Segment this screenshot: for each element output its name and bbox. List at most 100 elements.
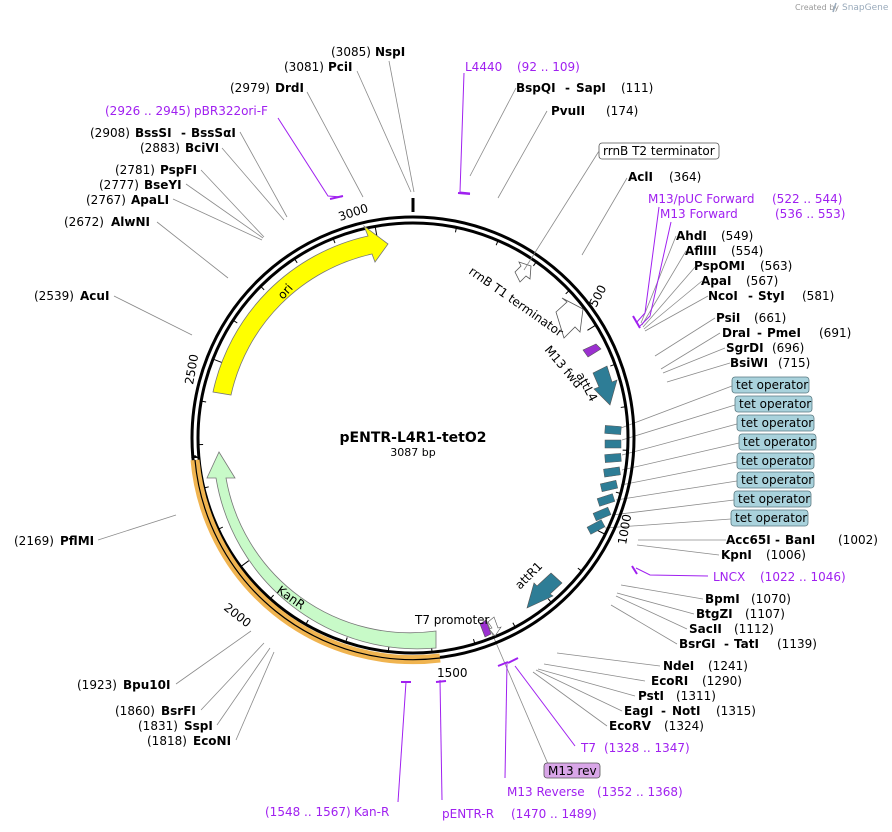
tick-mark [620,406,625,408]
primer-kanr-name: Kan-R [354,805,389,819]
site-acli-pos: (364) [669,170,701,184]
tick-1000: 1000 [615,513,634,546]
site-acui: AcuI [80,289,109,303]
tet-operator-box [730,509,809,527]
tet-operator-label: tet operator [743,435,815,449]
site-drdi-pos: (2979) [230,81,270,95]
site-kpni-pos: (1006) [766,548,806,562]
site-ncoi-pos: (581) [802,289,834,303]
primer-pentr-name: pENTR-R [442,807,494,821]
tick-mark [565,290,569,295]
tet-operator-box [736,471,815,489]
tet-operator-box [734,395,813,413]
site-bpu10i-pos: (1923) [77,678,117,692]
site-eagi-dash: - [661,704,666,718]
site-bseyi: BseYI [144,178,182,192]
tick-mark [610,364,615,367]
site-eagi: EagI [624,704,653,718]
site-kpni: KpnI [721,548,752,562]
site-nspi: NspI [375,45,405,59]
primer-pbr322-name: pBR322ori-F [194,104,268,118]
rrnb-t2-feature [514,261,532,283]
primer-l4440-range: (92 .. 109) [517,60,580,74]
site-acc65i: Acc65I [726,533,771,547]
site-pvuii: PvuII [551,104,585,118]
tick-2000: 2000 [221,600,254,630]
attl4-feature [592,365,618,406]
tet-operator-box [731,376,810,394]
site-pmei: PmeI [767,326,801,340]
plasmid-name: pENTR-L4R1-tetO2 [340,430,487,446]
site-pspfi-pos: (2781) [115,163,155,177]
tet-operator-box [736,414,815,432]
backbone-inner [196,221,630,655]
site-noti: NotI [672,704,701,718]
rrnb-t2-label: rrnB T2 terminator [603,144,715,158]
site-pcii: PciI [328,60,353,74]
site-bpmi-pos: (1070) [751,592,791,606]
site-pvuii-pos: (174) [606,104,638,118]
site-bsssai: BssSαI [191,126,236,140]
tick-500: 500 [586,283,609,310]
site-afliii: AflIII [685,244,717,258]
site-ncoi-dash: - [748,289,753,303]
tick-mark [615,491,620,494]
tick-mark [472,638,476,644]
site-bsrfi-pos: (1860) [115,704,155,718]
site-apai: ApaI [701,274,731,288]
site-ecorv: EcoRV [609,719,652,733]
site-ecori-pos: (1290) [702,674,742,688]
tet-operator-bar [596,493,616,507]
m13-fwd-feature [582,343,602,358]
tick-mark [241,560,250,567]
tet-operator-bar [604,453,622,463]
primer-leaders [277,72,709,803]
tet-operator-label: tet operator [736,378,808,392]
tick-mark [202,400,207,403]
primer-m13fwd-name: M13 Forward [660,207,738,221]
site-pflmi: PflMI [60,534,94,548]
primer-lncx-range: (1022 .. 1046) [760,570,846,584]
m13-rev-box [543,762,601,779]
plasmid-length: 3087 bp [390,446,435,459]
site-ahdi-pos: (549) [721,229,753,243]
snapgene-brand: SnapGene [842,3,889,13]
site-sgrdi: SgrDI [726,341,764,355]
site-drai-pos: (691) [819,326,851,340]
site-btgzi: BtgZI [696,607,733,621]
site-econi-pos: (1818) [147,734,187,748]
m13-rev-label: M13 rev [548,764,597,778]
site-pspomi: PspOMI [694,259,745,273]
site-apai-pos: (567) [746,274,778,288]
site-afliii-pos: (554) [731,244,763,258]
t7-promoter-label: T7 promoter [414,613,490,627]
site-sapi: SapI [576,81,606,95]
site-ahdi: AhdI [676,229,707,243]
site-eagi-pos: (1315) [716,704,756,718]
site-btgzi-pos: (1107) [745,607,785,621]
tick-mark [374,227,378,237]
tick-mark [333,239,336,244]
primer-t7-range: (1328 .. 1347) [604,741,690,755]
primer-pentr-range: (1470 .. 1489) [511,807,597,821]
rrnb-t1-label: rrnB T1 terminator [466,264,566,340]
site-pcii-pos: (3081) [284,60,324,74]
primer-m13fwd-range: (536 .. 553) [775,207,845,221]
tet-operator-label: tet operator [735,511,807,525]
tick-mark [345,637,348,642]
tet-operator-label: tet operator [741,454,813,468]
tick-mark [294,259,298,264]
attr1-feature [526,572,563,609]
tet-operator-features [586,425,622,535]
site-bsrfi: BsrFI [161,704,196,718]
primer-kanr-range: (1548 .. 1567) [265,805,351,819]
tick-mark [213,358,223,364]
site-bsiwi-pos: (715) [778,356,810,370]
site-alwni-pos: (2672) [64,215,104,229]
tick-mark [495,241,499,246]
site-bsrgi-dash: - [724,637,729,651]
site-bsiwi: BsiWI [730,356,768,370]
snapgene-logo [832,2,837,13]
site-drai-dash: - [757,326,762,340]
site-sacii: SacII [689,622,722,636]
